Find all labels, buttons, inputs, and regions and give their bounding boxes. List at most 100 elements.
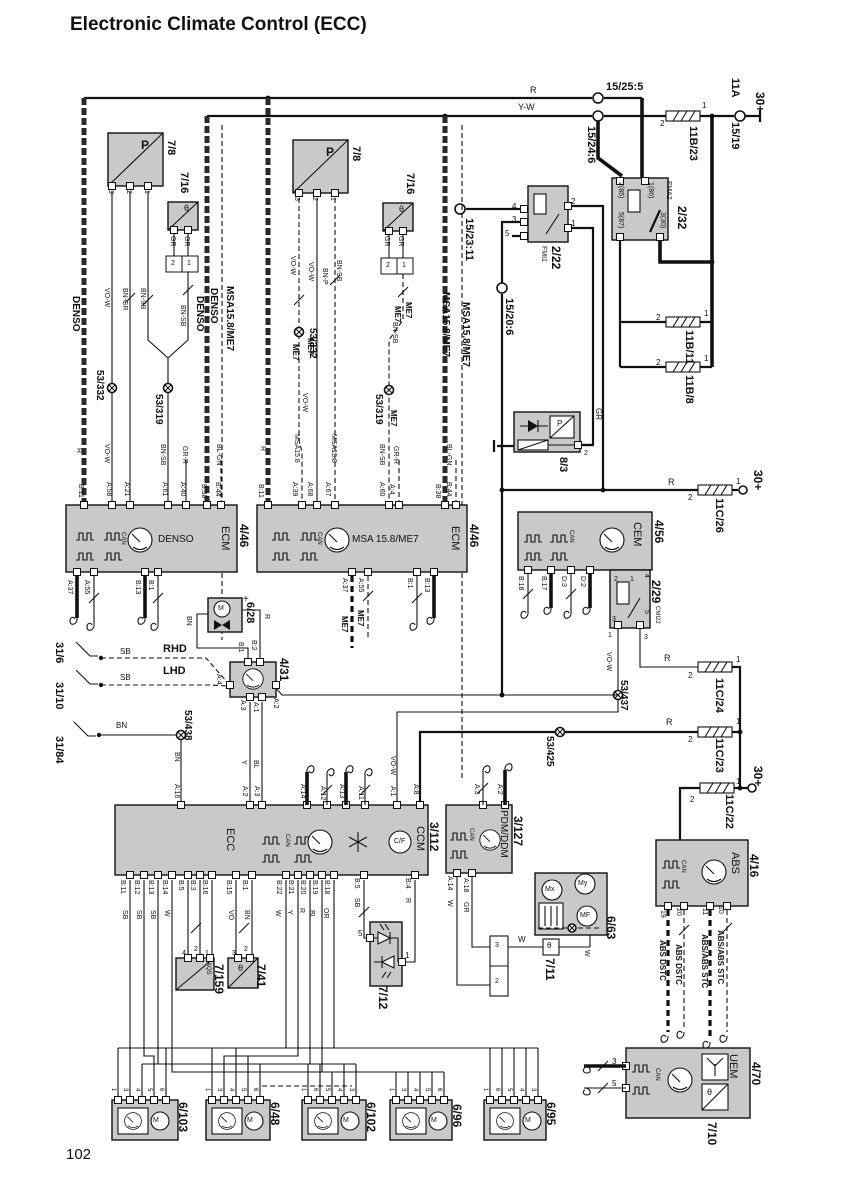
cem-module: CEM: [631, 522, 643, 547]
top-power-rails: [84, 92, 762, 367]
label-a-4: A:4: [215, 674, 222, 685]
wire-color-yw-top: Y-W: [518, 102, 535, 112]
label-+: +: [243, 594, 249, 605]
connector-15-24-6: 15/24:6: [585, 126, 597, 164]
label-b-1: B:1: [237, 642, 244, 653]
label-a-60: A:60: [378, 482, 385, 497]
label-p: P: [557, 419, 563, 428]
uem-module: UEM: [727, 1054, 739, 1079]
label-msa15-8: MSA15.8: [293, 434, 300, 463]
label-5: 5: [506, 1088, 512, 1092]
ecm-msa: [256, 501, 468, 648]
label-4: 4: [512, 202, 517, 211]
label-1: 1: [388, 1088, 394, 1092]
label-m: M: [247, 1117, 253, 1124]
label-a-13: A:13: [338, 784, 345, 799]
label-3: 3: [122, 1088, 128, 1092]
ground-31-6: 31/6: [53, 642, 65, 664]
label-1: 1: [736, 717, 741, 726]
label-2: 2: [656, 313, 661, 322]
label-1: 1: [143, 190, 150, 194]
variant-lhd: LHD: [163, 665, 186, 677]
label-m: M: [431, 1117, 437, 1124]
label-bl-gn: BL-GN: [445, 444, 452, 466]
ground-31-10: 31/10: [53, 682, 65, 710]
label-me7: ME7: [356, 610, 365, 627]
label-can: CAN: [680, 860, 686, 873]
pdm-id: 3/127: [511, 816, 525, 847]
label-a-2: A:2: [241, 786, 248, 797]
label-3: 3: [612, 616, 616, 623]
fuses-11c: [418, 484, 757, 840]
comp-8-3: [492, 411, 593, 453]
damper-motors: [111, 1096, 547, 1141]
fuse-11c23: 11C/23: [713, 738, 725, 773]
label-b-18: B:18: [323, 880, 330, 895]
label-a-1: A:1: [252, 702, 259, 713]
denso-rail-2: DENSO: [194, 296, 205, 332]
label-a-61: A:61: [161, 482, 168, 497]
label-2: 2: [125, 190, 132, 194]
label-1: 1: [736, 777, 741, 786]
denso-sensor-section: [106, 132, 222, 502]
label-r: R: [259, 446, 266, 452]
label-bn: BN: [185, 616, 192, 626]
label-y: Y: [240, 760, 247, 765]
label-m: M: [525, 1117, 531, 1124]
label--: θ: [707, 1087, 713, 1097]
ecm-denso-name: DENSO: [158, 534, 194, 545]
label-vo-w: VO-W: [301, 393, 308, 413]
comp-7-12: 7/12: [376, 986, 390, 1010]
label-3: 3: [495, 942, 499, 949]
label-abs-dstc: ABS DSTC: [658, 940, 667, 981]
msa-sensor-section: [292, 139, 457, 502]
label-gr: GR: [183, 236, 190, 247]
label-d-3: D:3: [560, 576, 567, 587]
label-vo-w: VO-W: [605, 652, 612, 672]
label-a-37: A:37: [341, 578, 348, 593]
label-1: 1: [704, 309, 709, 318]
fuse-11c22: 11C/22: [723, 794, 735, 829]
fuse-11c26: 11C/26: [713, 498, 725, 533]
label-w: W: [274, 910, 281, 917]
label-6: 6: [158, 1088, 164, 1092]
label-5: 5: [505, 229, 510, 238]
label--: θ: [238, 963, 244, 973]
label-b-14: B:14: [161, 880, 168, 895]
sensor-7-11: 7/11: [543, 958, 557, 981]
label-3: 3: [348, 1088, 354, 1092]
label-r: R: [668, 477, 675, 487]
motor-6-103: 6/103: [176, 1102, 190, 1133]
label-sb: SB: [120, 673, 131, 682]
label-gr: GR: [462, 902, 469, 913]
label-2: 2: [244, 946, 248, 953]
label-a-40: A:40: [179, 482, 186, 497]
label--: θ: [184, 203, 190, 213]
label-2: 2: [688, 493, 693, 502]
label-d-2: D:2: [579, 576, 586, 587]
relay-2-32: [611, 177, 715, 369]
label-1: 1: [405, 951, 410, 960]
label-vo-w: VO-W: [103, 444, 110, 464]
motor-6-96: [389, 1096, 453, 1141]
sensor-7-10: 7/10: [705, 1122, 719, 1146]
splice-53-319: 53/319: [153, 394, 164, 425]
label-b-38: B:38: [200, 484, 207, 499]
label-5: 5: [146, 1088, 152, 1092]
label-b-44: B:44: [214, 482, 221, 497]
label-a-14: A:14: [446, 876, 453, 891]
comp-7-16-denso: 7/16: [178, 172, 190, 194]
label-b-18: B:18: [517, 576, 524, 591]
label-sb: SB: [149, 910, 156, 920]
label-b-17: B:17: [540, 576, 547, 591]
fuses-11b: [665, 316, 712, 373]
ecm-msa: ECM: [449, 526, 461, 551]
ecm-denso: [65, 501, 238, 631]
relay-fmi1: FMI1: [540, 246, 547, 262]
label-a-3: A:3: [253, 786, 260, 797]
relay-2-29: [275, 569, 698, 805]
label-4: 4: [134, 1088, 140, 1092]
label-5: 5: [643, 610, 650, 614]
feed-rails: [81, 98, 463, 780]
